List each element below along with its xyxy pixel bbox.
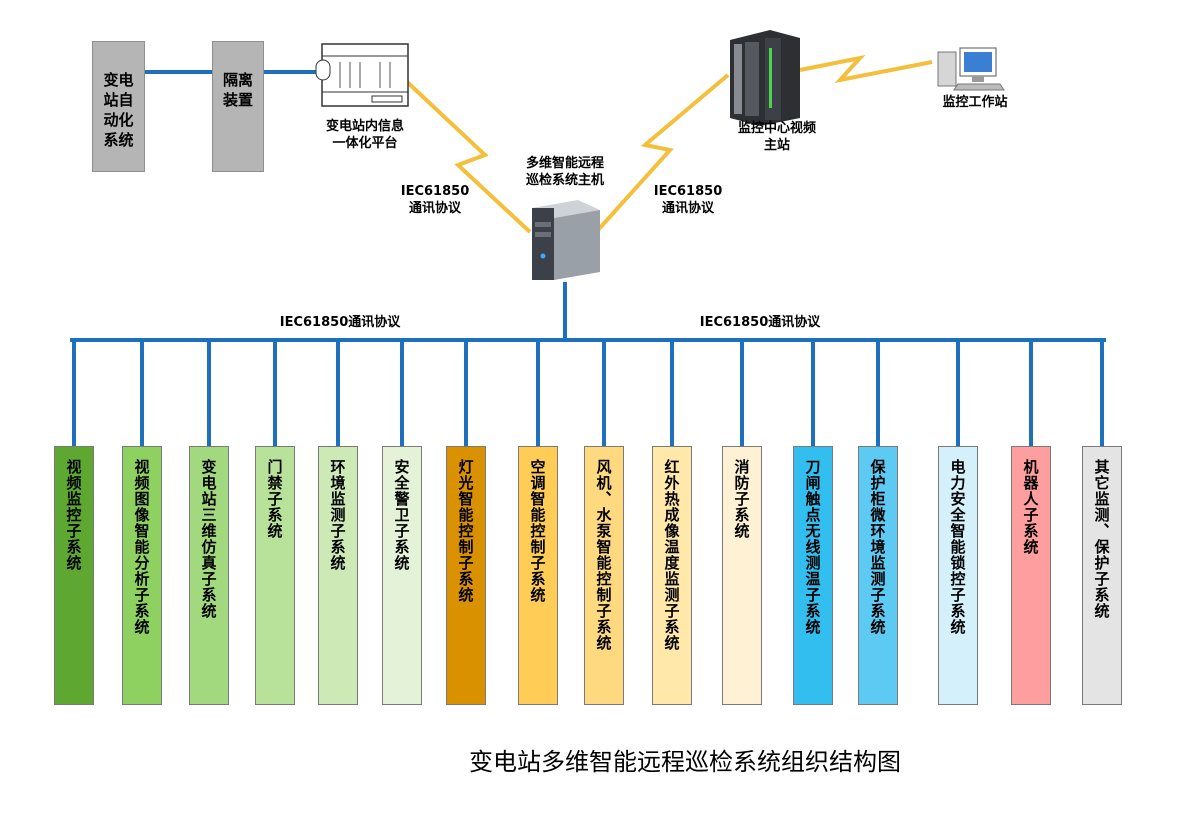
subsystem-label: 门禁子系统 (265, 459, 284, 539)
protocol-label-left: IEC61850 通讯协议 (400, 184, 470, 216)
isolation-device-box: 隔离装置 (212, 41, 264, 172)
subsystem-box: 门禁子系统 (255, 446, 295, 705)
subsystem-box: 保护柜微环境监测子系统 (858, 446, 898, 705)
subsystem-box: 红外热成像温度监测子系统 (652, 446, 692, 705)
subsystem-label: 视频图像智能分析子系统 (132, 459, 151, 635)
subsystem-label: 电力安全智能锁控子系统 (948, 459, 967, 635)
isolation-device-label: 隔离装置 (222, 71, 253, 109)
subsystem-drop-lines (72, 340, 1104, 446)
subsystem-box: 视频监控子系统 (54, 446, 94, 705)
host-label: 多维智能远程 巡检系统主机 (525, 156, 604, 188)
subsystem-box: 空调智能控制子系统 (518, 446, 558, 705)
subsystem-box: 环境监测子系统 (318, 446, 358, 705)
subsystem-box: 消防子系统 (722, 446, 762, 705)
subsystem-box: 电力安全智能锁控子系统 (938, 446, 978, 705)
subsystem-label: 风机、水泵智能控制子系统 (594, 459, 613, 651)
subsystem-label: 保护柜微环境监测子系统 (868, 459, 887, 635)
subsystem-box: 变电站三维仿真子系统 (189, 446, 229, 705)
subsystem-box: 安全警卫子系统 (382, 446, 422, 705)
video-master-label: 监控中心视频 主站 (737, 121, 816, 153)
subsystem-label: 安全警卫子系统 (392, 459, 411, 571)
info-platform-device-icon (315, 43, 409, 107)
workstation-label: 监控工作站 (942, 95, 1008, 110)
bus-protocol-label-right: IEC61850通讯协议 (699, 315, 821, 330)
subsystem-box: 风机、水泵智能控制子系统 (584, 446, 624, 705)
subsystem-box: 机器人子系统 (1011, 446, 1051, 705)
diagram-caption: 变电站多维智能远程巡检系统组织结构图 (469, 748, 901, 776)
subsystem-label: 变电站三维仿真子系统 (199, 459, 218, 619)
subsystem-label: 灯光智能控制子系统 (456, 459, 475, 603)
subsystem-box: 其它监测、保护子系统 (1082, 446, 1122, 705)
substation-automation-label: 变电站自动化系统 (103, 71, 134, 149)
subsystem-box: 灯光智能控制子系统 (446, 446, 486, 705)
subsystem-label: 刀闸触点无线测温子系统 (803, 459, 822, 635)
bus-protocol-label-left: IEC61850通讯协议 (279, 315, 401, 330)
wireless-link-platform-host (403, 78, 532, 234)
info-platform-label: 变电站内信息 一体化平台 (325, 119, 404, 151)
subsystem-box: 视频图像智能分析子系统 (122, 446, 162, 705)
subsystem-label: 机器人子系统 (1021, 459, 1040, 555)
subsystem-label: 红外热成像温度监测子系统 (662, 459, 681, 651)
wireless-link-host-video (596, 73, 730, 232)
subsystem-box: 刀闸触点无线测温子系统 (793, 446, 833, 705)
subsystem-label: 其它监测、保护子系统 (1092, 459, 1111, 619)
protocol-label-right: IEC61850 通讯协议 (653, 184, 723, 216)
video-master-rack-icon (730, 30, 800, 126)
subsystem-label: 空调智能控制子系统 (528, 459, 547, 603)
subsystem-label: 环境监测子系统 (328, 459, 347, 571)
wireless-link-video-workstation (799, 54, 933, 84)
subsystem-label: 视频监控子系统 (64, 459, 83, 571)
substation-automation-box: 变电站自动化系统 (92, 41, 145, 172)
workstation-computer-icon (937, 47, 1005, 91)
subsystem-label: 消防子系统 (732, 459, 751, 539)
host-server-icon (532, 200, 600, 280)
